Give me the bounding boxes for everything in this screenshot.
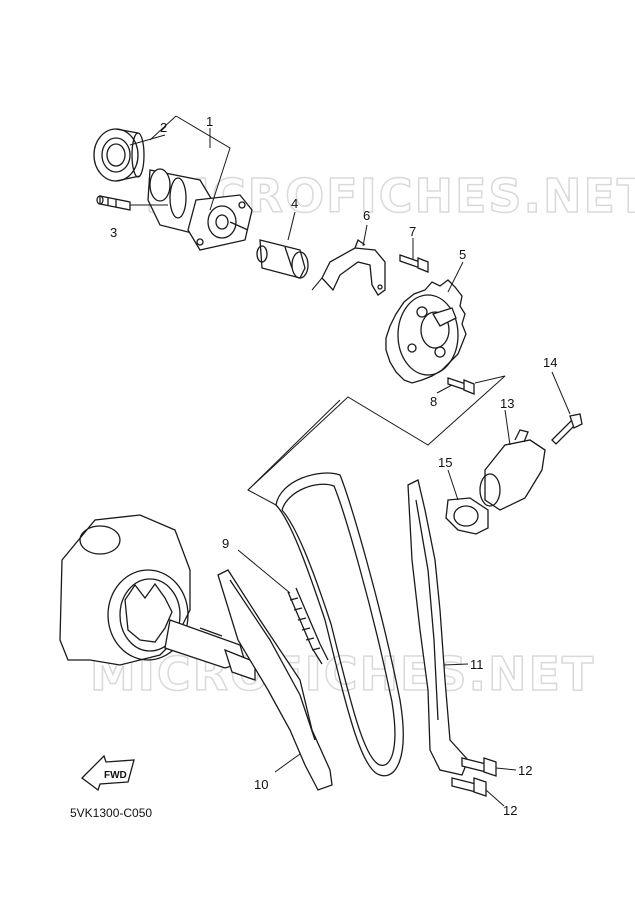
callout-14: 14 (543, 355, 557, 370)
fwd-label: FWD (104, 770, 127, 781)
callout-1: 1 (206, 114, 213, 129)
dowel-pin (96, 195, 168, 211)
callout-numbers: 1 2 3 4 5 6 7 8 9 10 11 12 12 13 14 15 (110, 114, 557, 818)
guide-bolts (451, 757, 517, 807)
callout-8: 8 (430, 394, 437, 409)
callout-11: 11 (470, 657, 484, 672)
callout-5: 5 (459, 247, 466, 262)
callout-15: 15 (438, 455, 452, 470)
callout-2: 2 (160, 120, 167, 135)
callout-6: 6 (363, 208, 370, 223)
bolt-lower (447, 377, 475, 395)
callout-9: 9 (222, 536, 229, 551)
bearing (93, 128, 145, 182)
chain-guide-front (217, 569, 333, 791)
callout-7: 7 (409, 224, 416, 239)
decomp-shaft (256, 239, 309, 279)
diagram-reference: 5VK1300-C050 (70, 806, 152, 820)
callout-12-upper: 12 (518, 763, 532, 778)
bolt-upper (399, 254, 429, 273)
callout-12-lower: 12 (503, 803, 517, 818)
callout-13: 13 (500, 396, 514, 411)
decomp-lever (321, 238, 386, 296)
cam-chain (275, 472, 404, 777)
forward-arrow-icon: FWD (81, 754, 135, 792)
tensioner-bolt (551, 371, 583, 445)
chain-links (237, 549, 329, 665)
camshaft (147, 168, 253, 251)
tensioner-gasket (445, 469, 489, 535)
chain-tensioner (479, 409, 546, 511)
callout-3: 3 (110, 225, 117, 240)
watermark-bottom: MICROFICHES.NET (90, 647, 595, 701)
cam-sprocket (385, 279, 467, 384)
callout-10: 10 (254, 777, 268, 792)
crankcase (59, 514, 256, 681)
callout-4: 4 (291, 196, 298, 211)
